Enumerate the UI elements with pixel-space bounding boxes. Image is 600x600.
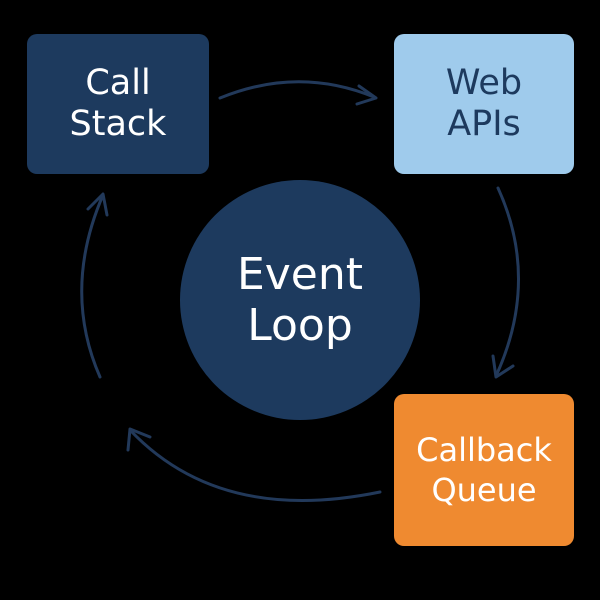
arrowhead-callback-queue-to-call-stack-lower bbox=[126, 427, 152, 452]
arrow-callback-queue-to-call-stack-lower bbox=[128, 428, 382, 502]
event-loop-node: Event Loop bbox=[180, 180, 420, 420]
arrowhead-call-stack-to-web-apis bbox=[355, 84, 378, 106]
arrowhead-callback-queue-to-call-stack-upper bbox=[86, 192, 109, 217]
arrow-call-stack-to-web-apis bbox=[218, 80, 376, 100]
arrowhead-web-apis-to-callback-queue bbox=[491, 354, 515, 379]
event-loop-label: Event Loop bbox=[236, 248, 364, 351]
callback-queue-label: Callback Queue bbox=[416, 431, 552, 509]
arrow-callback-queue-to-call-stack-upper bbox=[80, 193, 105, 379]
callback-queue-node: Callback Queue bbox=[394, 394, 574, 546]
web-apis-node: Web APIs bbox=[394, 34, 574, 174]
arrow-web-apis-to-callback-queue bbox=[494, 186, 520, 378]
call-stack-label: Call Stack bbox=[69, 63, 167, 144]
web-apis-label: Web APIs bbox=[445, 63, 523, 144]
call-stack-node: Call Stack bbox=[27, 34, 209, 174]
